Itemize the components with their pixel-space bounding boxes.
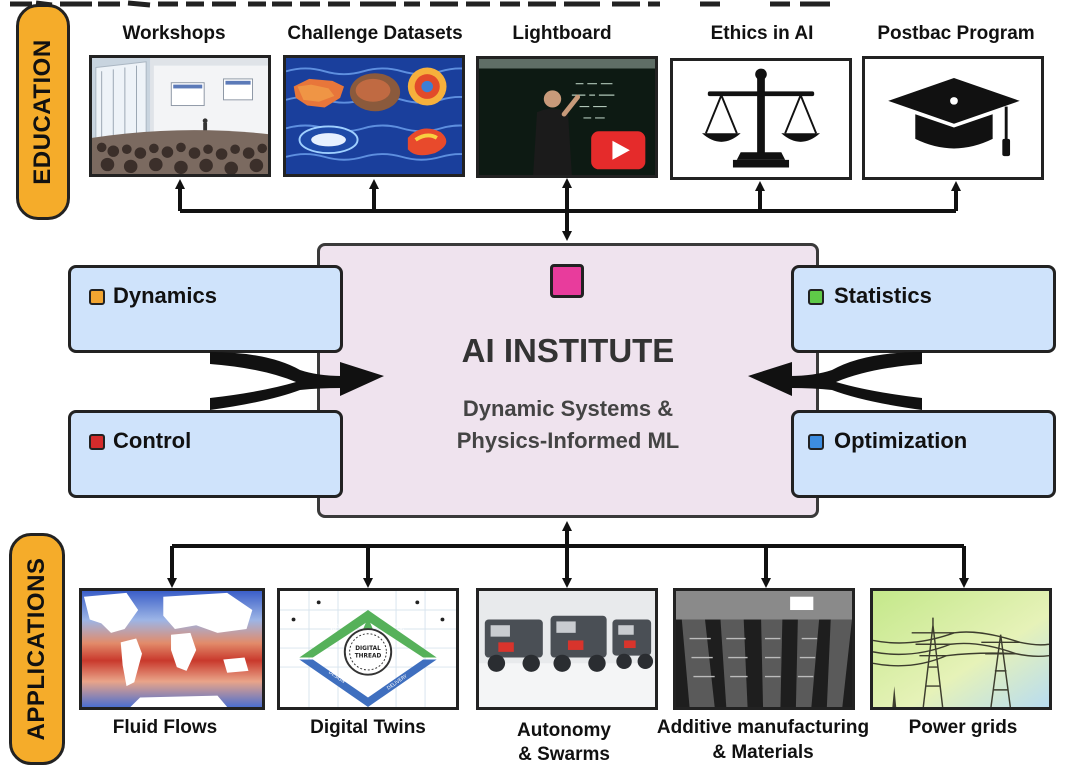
discipline-dynamics: Dynamics <box>68 265 343 353</box>
digital-thread-label-line2: THREAD <box>355 654 382 660</box>
ocean-temperature-map <box>82 591 262 707</box>
education-section-label: EDUCATION <box>16 4 70 220</box>
power-tower-photo <box>873 591 1049 707</box>
institute-subtitle-line1: Dynamic Systems & <box>462 396 674 421</box>
digital-twins-image: DIGITAL THREAD MODELING SIMULATION DESIG… <box>277 588 459 710</box>
autonomy-image <box>476 588 658 710</box>
ai-institute-box: AI INSTITUTE Dynamic Systems & Physics-I… <box>317 243 819 518</box>
applications-section-label: APPLICATIONS <box>9 533 65 765</box>
education-connectors <box>175 178 961 241</box>
power-grids-image <box>870 588 1052 710</box>
optimization-color-square <box>808 434 824 450</box>
application-caption-power-grids: Power grids <box>908 717 1018 738</box>
materials-photo <box>676 591 852 707</box>
discipline-statistics: Statistics <box>791 265 1056 353</box>
institute-title: AI INSTITUTE <box>461 332 675 369</box>
ethics-image <box>670 58 852 180</box>
lecture-hall-photo <box>92 58 268 174</box>
dynamics-label: Dynamics <box>113 283 217 308</box>
fluid-flows-image <box>79 588 265 710</box>
digital-thread-label-line1: DIGITAL <box>355 646 381 652</box>
lightboard-video <box>479 59 655 175</box>
application-caption-autonomy-line2: & Swarms <box>518 744 610 765</box>
education-caption-lightboard: Lightboard <box>512 23 612 44</box>
application-caption-additive-line1: Additive manufacturing <box>656 717 870 738</box>
digital-thread-diagram: DIGITAL THREAD MODELING SIMULATION DESIG… <box>280 591 456 707</box>
statistics-color-square <box>808 289 824 305</box>
education-caption-datasets: Challenge Datasets <box>287 23 463 44</box>
institute-subtitle: Dynamic Systems & Physics-Informed ML <box>320 393 816 457</box>
challenge-datasets-image <box>283 55 465 177</box>
robot-swarm-photo <box>479 591 655 707</box>
application-caption-digital-twins: Digital Twins <box>310 717 426 738</box>
institute-color-square <box>550 264 584 298</box>
control-color-square <box>89 434 105 450</box>
education-caption-workshops: Workshops <box>122 23 226 44</box>
postbac-image <box>862 56 1044 180</box>
application-caption-fluid-flows: Fluid Flows <box>112 717 218 738</box>
dataset-collage <box>286 58 462 174</box>
institute-subtitle-line2: Physics-Informed ML <box>456 428 680 453</box>
discipline-optimization: Optimization <box>791 410 1056 498</box>
discipline-control: Control <box>68 410 343 498</box>
scales-of-justice-icon <box>673 61 849 177</box>
application-connectors <box>167 521 969 588</box>
graduation-cap-icon <box>865 59 1041 177</box>
education-caption-postbac: Postbac Program <box>877 23 1035 44</box>
additive-manufacturing-image <box>673 588 855 710</box>
optimization-label: Optimization <box>834 428 968 453</box>
application-caption-additive-line2: & Materials <box>712 742 814 763</box>
application-caption-autonomy-line1: Autonomy <box>517 720 611 741</box>
education-caption-ethics: Ethics in AI <box>710 23 814 44</box>
workshops-image <box>89 55 271 177</box>
cropped-title <box>0 0 1069 8</box>
dynamics-color-square <box>89 289 105 305</box>
cropped-title-glyphs <box>10 0 830 8</box>
lightboard-image <box>476 56 658 178</box>
control-label: Control <box>113 428 192 453</box>
statistics-label: Statistics <box>834 283 932 308</box>
